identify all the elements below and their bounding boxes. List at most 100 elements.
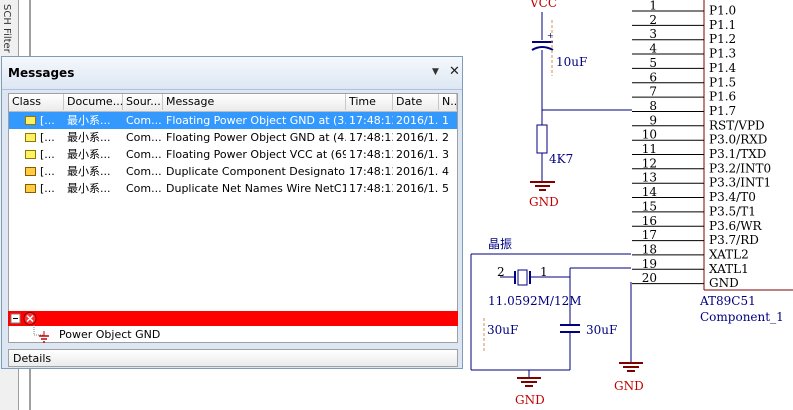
grid-header: Class Docume... Sour... Message Time Dat…	[9, 94, 457, 112]
chip-pin-name: XATL1	[709, 262, 749, 276]
cell-time: 17:48:13	[349, 131, 393, 144]
column-message[interactable]: Message	[163, 94, 346, 110]
panel-header: Messages ▼ ✕	[2, 57, 462, 90]
cell-no: 2	[442, 131, 449, 144]
chip-name: AT89C51	[699, 294, 756, 308]
message-row[interactable]: [...最小系...Com...Duplicate Net Names Wire…	[9, 180, 457, 197]
cell-source: Com...	[126, 182, 162, 195]
cell-no: 4	[442, 165, 449, 178]
panel-menu-icon[interactable]: ▼	[432, 67, 439, 77]
message-row[interactable]: [... 最小系... Com... Floating Power Object VC…	[9, 146, 457, 163]
chip-pin-number: 18	[642, 242, 657, 256]
cell-date: 2016/1...	[396, 165, 439, 178]
chip-pin-number: 9	[649, 113, 657, 127]
cell-doc: 最小系...	[67, 148, 111, 161]
warning-icon	[25, 133, 36, 142]
chip-pin-number: 15	[642, 199, 657, 213]
cell-source: Com...	[126, 148, 162, 161]
details-label: Details	[13, 352, 52, 365]
chip-pin-number: 12	[642, 156, 657, 170]
cell-no: 5	[442, 182, 449, 195]
chip-pin-name: P3.6/WR	[709, 219, 763, 233]
cell-no: 3	[442, 148, 449, 161]
warning-icon	[25, 167, 36, 176]
cell-date: 2016/1...	[396, 131, 439, 144]
cell-message: Floating Power Object GND at (3...	[166, 114, 346, 127]
chip-pin-number: 16	[642, 214, 657, 228]
warning-icon	[25, 184, 36, 193]
cell-source: Com...	[126, 131, 162, 144]
cell-doc: 最小系...	[67, 114, 111, 127]
cell-class: [...	[40, 148, 55, 161]
chip-pin-number: 13	[642, 171, 657, 185]
crystal-body	[517, 269, 528, 286]
cell-time: 17:48:13	[349, 165, 393, 178]
cell-time: 17:48:13	[349, 148, 393, 161]
sch-filter-label: SCH Filter	[1, 4, 12, 53]
cell-doc: 最小系...	[67, 182, 111, 195]
message-row[interactable]: [... 最小系... Com... Floating Power Object GN…	[9, 112, 457, 129]
column-source[interactable]: Sour...	[123, 94, 163, 110]
panel-close-icon[interactable]: ✕	[449, 64, 460, 79]
power-gnd-tree-icon	[33, 325, 49, 343]
cell-no: 1	[442, 114, 449, 127]
chip-pin-name: P3.2/INT0	[709, 161, 771, 175]
resistor	[536, 124, 548, 154]
cell-date: 2016/1...	[396, 182, 439, 195]
chip-pin-number: 5	[649, 56, 657, 70]
cell-date: 2016/1...	[396, 114, 439, 127]
chip-pin-name: P3.1/TXD	[709, 147, 766, 161]
chip-pin-number: 8	[649, 99, 657, 113]
details-error-bar[interactable]	[8, 311, 458, 326]
cell-message: Duplicate Component Designato...	[166, 165, 346, 178]
column-time[interactable]: Time	[346, 94, 393, 110]
chip-pin-name: P1.6	[709, 90, 736, 104]
chip-pin-number: 1	[649, 0, 657, 13]
message-row[interactable]: [...最小系...Com...Duplicate Component Desi…	[9, 163, 457, 180]
column-number[interactable]: N..	[439, 94, 457, 110]
chip-pin-number: 19	[642, 257, 657, 271]
gnd-label-chip: GND	[614, 379, 644, 393]
chip-pin-name: P3.5/T1	[709, 204, 756, 218]
cell-class: [...	[40, 114, 55, 127]
chip-pin-number: 4	[649, 42, 657, 56]
message-row[interactable]: [...最小系...Com...Floating Power Object GN…	[9, 129, 457, 146]
resistor-value: 4K7	[549, 152, 573, 166]
warning-icon	[25, 150, 36, 159]
gnd-label-top: GND	[529, 195, 559, 209]
chip-pin-name: RST/VPD	[709, 118, 765, 132]
vcc-label: VCC	[529, 0, 557, 10]
details-tree-icons	[10, 312, 37, 325]
cell-time: 17:48:13	[349, 114, 393, 127]
cell-message: Floating Power Object GND at (4...	[166, 131, 346, 144]
chip-pin-number: 6	[649, 70, 657, 84]
cap1-value: 10uF	[556, 55, 587, 69]
chip-pin-number: 20	[642, 271, 657, 285]
cell-message: Floating Power Object VCC at (69...	[166, 148, 346, 161]
cell-time: 17:48:13	[349, 182, 393, 195]
chip-pin-number: 17	[642, 228, 657, 242]
cell-message: Duplicate Net Names Wire NetC1_2	[166, 182, 346, 195]
crystal-pin-a: 2	[497, 265, 505, 279]
chip-pin-number: 14	[642, 185, 658, 199]
details-item[interactable]: Power Object GND	[59, 328, 161, 341]
cap1-plus: +	[547, 31, 554, 40]
chip-pin-name: GND	[709, 276, 739, 290]
messages-grid: Class Docume... Sour... Message Time Dat…	[8, 93, 458, 343]
cell-source: Com...	[126, 114, 162, 127]
messages-panel: Messages ▼ ✕ Class Docume... Sour... Mes…	[1, 56, 463, 369]
column-class[interactable]: Class	[9, 94, 64, 110]
cell-class: [...	[40, 165, 55, 178]
warning-icon	[25, 116, 36, 125]
column-document[interactable]: Docume...	[64, 94, 123, 110]
chip-pin-name: P1.5	[709, 75, 736, 89]
cap-left-value: 30uF	[487, 323, 518, 337]
chip-pin-number: 3	[649, 27, 657, 41]
chip-pin-name: P1.1	[709, 18, 736, 32]
panel-title: Messages	[8, 66, 75, 80]
column-date[interactable]: Date	[393, 94, 439, 110]
chip-pin-name: P1.4	[709, 61, 737, 75]
crystal-title: 晶振	[488, 237, 512, 251]
